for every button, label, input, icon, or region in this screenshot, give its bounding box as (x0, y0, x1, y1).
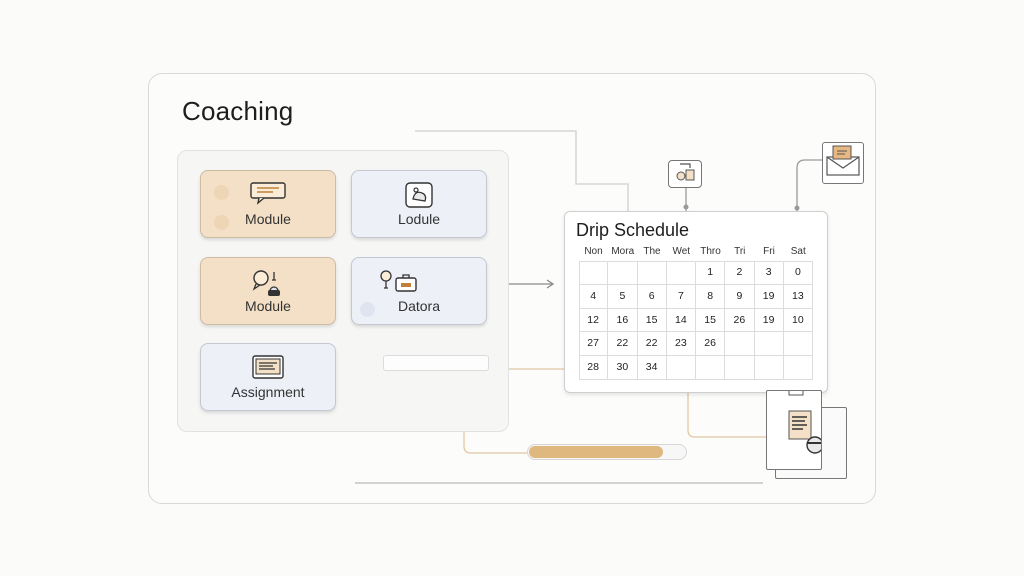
calendar-day-cell[interactable]: 28 (579, 356, 609, 380)
progress-fill (529, 446, 664, 458)
briefcase-lightbulb-icon (376, 268, 420, 303)
calendar-day-cell[interactable]: 10 (783, 308, 813, 333)
calendar-day-cell[interactable] (666, 356, 696, 380)
weekday-label: Wet (672, 246, 691, 257)
decor-dot (214, 185, 229, 200)
connector-calendar-to-mail (796, 159, 822, 211)
calendar-day-cell[interactable]: 30 (608, 356, 638, 380)
calendar-day-cell[interactable]: 27 (579, 332, 609, 357)
calendar-day-cell[interactable] (608, 261, 638, 285)
connector-calendar-to-files (687, 392, 767, 438)
chat-bubble-icon (249, 181, 287, 210)
calendar-day-cell[interactable]: 13 (783, 284, 813, 309)
calendar-day-cell[interactable]: 12 (579, 308, 609, 333)
weekday-label: Sat (790, 246, 806, 257)
empty-track (383, 355, 489, 371)
speech-people-icon (250, 268, 286, 303)
decor-dot (360, 302, 375, 317)
calendar-day-cell[interactable]: 14 (666, 308, 696, 333)
weekday-label: The (643, 246, 661, 257)
weekday-label: Mora (611, 246, 635, 257)
calendar-day-cell[interactable]: 8 (696, 284, 726, 309)
module-card-2[interactable]: Lodule (351, 170, 487, 238)
connector-title-to-calendar (415, 130, 629, 211)
weekday-label: Non (584, 246, 603, 257)
calendar-day-cell[interactable] (725, 332, 755, 357)
calendar-day-cell[interactable]: 26 (725, 308, 755, 333)
calendar-day-cell[interactable] (783, 356, 813, 380)
briefcase-icon (668, 160, 702, 188)
calendar-day-cell[interactable] (579, 261, 609, 285)
mail-envelope-icon (822, 142, 864, 184)
connector-node (683, 204, 689, 210)
calendar-day-cell[interactable]: 19 (754, 284, 784, 309)
calendar-day-cell[interactable]: 3 (754, 261, 784, 285)
decor-dot (214, 215, 229, 230)
weekday-label: Thro (700, 246, 721, 257)
weekday-label: Fri (763, 246, 775, 257)
calendar-day-cell[interactable]: 4 (579, 284, 609, 309)
calendar-day-cell[interactable]: 22 (608, 332, 638, 357)
calendar-day-cell[interactable] (666, 261, 696, 285)
calendar-day-cell[interactable] (725, 356, 755, 380)
card-label: Module (245, 298, 291, 314)
document-screen-icon (251, 354, 285, 387)
calendar-day-cell[interactable]: 15 (637, 308, 667, 333)
module-card-1[interactable]: Module (200, 170, 336, 238)
drip-schedule-calendar[interactable]: Drip Schedule Non Mora The Wet Thro Tri Fri Sat… (564, 211, 828, 393)
calendar-day-cell[interactable]: 9 (725, 284, 755, 309)
calendar-day-cell[interactable]: 34 (637, 356, 667, 380)
drip-progress-bar (527, 444, 687, 460)
page-title: Coaching (182, 96, 294, 126)
calendar-day-cell[interactable]: 15 (696, 308, 726, 333)
calendar-day-cell[interactable]: 1 (696, 261, 726, 285)
calendar-title: Drip Schedule (576, 220, 690, 240)
arrow-head-icon (546, 279, 555, 289)
calendar-day-cell[interactable]: 0 (783, 261, 813, 285)
calendar-day-cell[interactable] (783, 332, 813, 357)
calendar-day-cell[interactable] (754, 356, 784, 380)
calendar-day-cell[interactable]: 16 (608, 308, 638, 333)
document-with-bag-icon (766, 386, 824, 470)
card-label: Assignment (231, 384, 305, 400)
module-card-3[interactable]: Module (200, 257, 336, 325)
card-label: Datora (397, 298, 441, 314)
connector-node (794, 205, 800, 211)
calendar-day-cell[interactable]: 26 (696, 332, 726, 357)
calendar-day-cell[interactable]: 7 (666, 284, 696, 309)
tablet-hand-icon (403, 181, 435, 216)
calendar-day-cell[interactable]: 6 (637, 284, 667, 309)
calendar-day-cell[interactable]: 23 (666, 332, 696, 357)
card-label: Lodule (397, 211, 441, 227)
calendar-day-cell[interactable] (637, 261, 667, 285)
calendar-day-cell[interactable]: 2 (725, 261, 755, 285)
assignment-card[interactable]: Assignment (200, 343, 336, 411)
card-label: Module (245, 211, 291, 227)
calendar-day-cell[interactable] (754, 332, 784, 357)
weekday-label: Tri (734, 246, 746, 257)
calendar-day-cell[interactable]: 22 (637, 332, 667, 357)
calendar-day-cell[interactable]: 19 (754, 308, 784, 333)
calendar-day-cell[interactable]: 5 (608, 284, 638, 309)
connector-to-progress (463, 396, 527, 454)
module-card-4[interactable]: Datora (351, 257, 487, 325)
calendar-day-cell[interactable] (696, 356, 726, 380)
